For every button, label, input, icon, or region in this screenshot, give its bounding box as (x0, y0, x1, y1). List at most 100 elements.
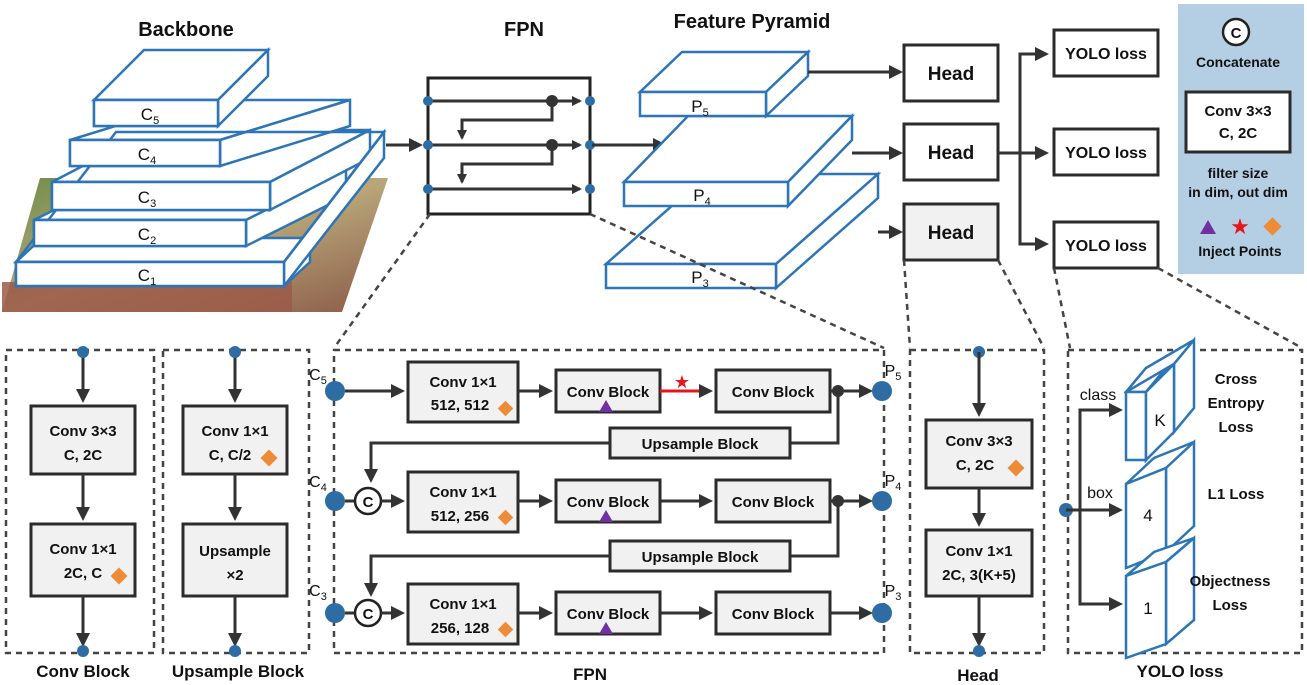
upsample-block-out-dot (229, 645, 241, 657)
fpn-row3-concat-symbol: C (363, 606, 374, 623)
fpn-row2-convblock-2-label: Conv Block (732, 494, 815, 511)
backbone-front-c3 (50, 180, 272, 212)
yolo-loss-ce-line2: Entropy (1208, 395, 1265, 412)
fpn-row2-out-dot (872, 491, 892, 511)
fpn-row1-convblock-1-label: Conv Block (567, 384, 650, 401)
upsample-block-box-1-line2: C, C/2 (209, 447, 252, 464)
head-detail-box-1-line1: Conv 3×3 (945, 433, 1012, 450)
head-detail-box-1-line2: C, 2C (956, 457, 995, 474)
upsample-block-box-2-line1: Upsample (199, 543, 271, 560)
head-detail-inject-diamond (1007, 459, 1025, 477)
head-label-3: Head (928, 223, 974, 244)
yolo-slab-1 (1124, 535, 1196, 660)
conv-block-box-2 (29, 522, 137, 598)
fpn-row1-inject-triangle (599, 400, 613, 412)
head-detail-panel (908, 348, 1046, 655)
fpn-upsample2-wire-out (364, 554, 610, 597)
pyramid-label-p3: P3 (691, 268, 708, 290)
fpn-row3-inject-triangle (599, 622, 613, 634)
pyramid-layer-p5 (636, 49, 812, 119)
yolo-detail-box-label: box (1087, 485, 1113, 502)
fpn-mini-wiring (423, 95, 595, 194)
pyramid-label-p4: P4 (693, 186, 710, 208)
head-detail-box-2-line1: Conv 1×1 (945, 543, 1012, 560)
backbone-label-c4: C4 (138, 145, 156, 167)
backbone-front-c1 (14, 260, 286, 288)
conv-block-box-1 (29, 404, 137, 476)
fpn-upsample-block-2-label: Upsample Block (642, 549, 759, 566)
fpn-upsample2-wire-in (790, 501, 840, 558)
yolo-slab-4 (1124, 439, 1196, 570)
legend-conv-line1: Conv 3×3 (1204, 103, 1271, 120)
fpn-out-label-p3: P3 (885, 583, 902, 603)
legend-inject-label: Inject Points (1198, 243, 1281, 259)
yolo-loss-ce-line3: Loss (1218, 419, 1253, 436)
yolo-loss-obj-line2: Loss (1212, 597, 1247, 614)
conv-block-in-dot (77, 346, 89, 358)
legend-filter-line2: in dim, out dim (1188, 184, 1288, 200)
conv-block-box-2-line1: Conv 1×1 (49, 541, 116, 558)
fpn-row1-in-dot (325, 381, 345, 401)
yolo-loss-box-3 (1052, 220, 1160, 270)
pyramid-title: Feature Pyramid (674, 11, 831, 33)
head-detail-box-1 (924, 418, 1034, 490)
upsample-block-in-dot (229, 346, 241, 358)
fpn-title: FPN (504, 19, 544, 41)
fpn-row2-convblock-1-label: Conv Block (567, 494, 650, 511)
head-detail-box-2 (924, 528, 1034, 598)
fpn-row1-conv-line1: Conv 1×1 (429, 374, 496, 391)
fpn-out-label-p5: P5 (885, 363, 902, 383)
fpn-in-label-c5: C5 (309, 367, 327, 387)
yolo-detail-caption: YOLO loss (1137, 662, 1224, 681)
fpn-detail-caption: FPN (573, 665, 607, 684)
fpn-row2-inject-triangle (599, 510, 613, 522)
pyramid-label-p5: P5 (691, 97, 708, 119)
legend-conv-box (1184, 90, 1292, 154)
fpn-row2-conv-line2: 512, 256 (431, 508, 489, 525)
yolo-loss-ce-line1: Cross (1215, 371, 1258, 388)
yolo-detail-wiring (1066, 403, 1123, 611)
fpn-row2-concat-symbol: C (363, 494, 374, 511)
conv-block-panel (4, 348, 156, 655)
backbone-front-c4 (68, 138, 222, 168)
fpn-row1-convblock-2-label: Conv Block (732, 384, 815, 401)
fpn-out-label-p4: P4 (885, 473, 902, 493)
yolo-loss-label-3: YOLO loss (1065, 238, 1147, 255)
fpn-row2-in-dot (325, 491, 345, 511)
conv-block-caption: Conv Block (36, 662, 130, 681)
upsample-block-box-2 (181, 522, 289, 598)
head-box-1 (902, 43, 1000, 103)
fpn-row3-out-dot (872, 603, 892, 623)
legend-triangle-icon (1200, 220, 1216, 234)
backbone-title: Backbone (138, 19, 234, 41)
fpn-row1-out-dot (872, 381, 892, 401)
head-to-loss-wiring (998, 47, 1049, 251)
fpn-in-label-c3: C3 (309, 583, 327, 603)
yolo-loss-label-1: YOLO loss (1065, 46, 1147, 63)
legend-concat-icon (1221, 17, 1251, 47)
pyramid-layer-p4 (621, 112, 855, 210)
head-detail-out-dot (973, 645, 985, 657)
fpn-upsample-block-2 (608, 539, 792, 573)
upsample-block-caption: Upsample Block (172, 662, 305, 681)
fpn-upsample-block-1-label: Upsample Block (642, 436, 759, 453)
yolo-loss-obj-line1: Objectness (1190, 573, 1271, 590)
head-detail-caption: Head (957, 666, 999, 685)
backbone-label-c2: C2 (138, 225, 156, 247)
fpn-row2-conv-line1: Conv 1×1 (429, 484, 496, 501)
fpn-row3-in-dot (325, 603, 345, 623)
fpn-upsample1-wire-in (790, 391, 840, 445)
legend-conv-line2: C, 2C (1219, 125, 1258, 142)
fpn-in-label-c4: C4 (309, 474, 327, 494)
backbone-front-c5 (92, 98, 220, 128)
head-label-2: Head (928, 143, 974, 164)
conv-block-inject-diamond (110, 567, 128, 585)
backbone-label-c5: C5 (141, 105, 159, 127)
head-detail-box-2-line2: 2C, 3(K+5) (942, 567, 1016, 584)
yolo-slab-4-label: 4 (1143, 506, 1152, 525)
yolo-slab-k (1123, 336, 1196, 464)
backbone-label-c3: C3 (138, 188, 156, 210)
yolo-loss-label-2: YOLO loss (1065, 145, 1147, 162)
head-label-1: Head (928, 64, 974, 85)
